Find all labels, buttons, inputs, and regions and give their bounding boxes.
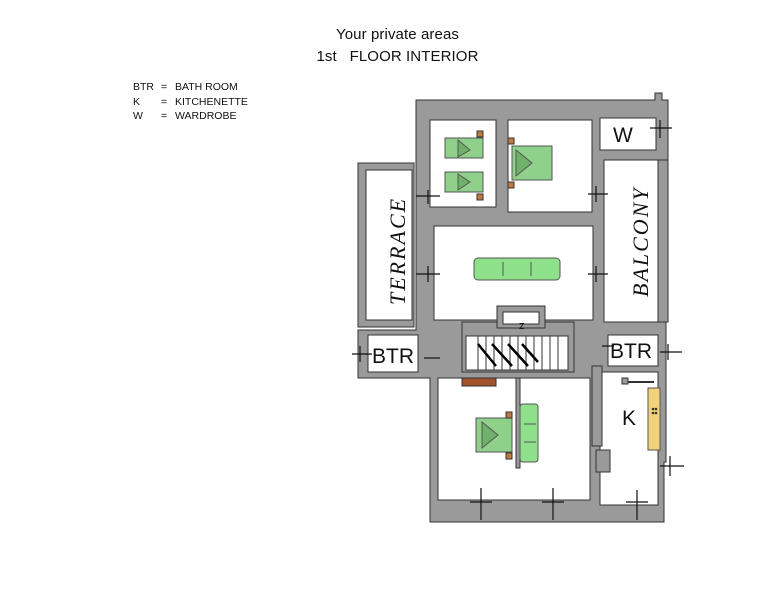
room-label-terrace: TERRACE (385, 197, 410, 305)
title-block: Your private areas 1st FLOOR INTERIOR (0, 24, 778, 68)
interior-wall (595, 449, 611, 473)
sofa (473, 257, 561, 281)
partition-wall (515, 377, 521, 469)
bed-double-top (507, 137, 553, 189)
legend-row: BTR = BATH ROOM (133, 80, 248, 95)
legend-equals: = (161, 95, 168, 108)
staircase: Z (461, 305, 575, 373)
page-subtitle: 1st FLOOR INTERIOR (316, 48, 479, 65)
legend-key: BTR (133, 81, 154, 93)
balcony-wall (657, 159, 669, 323)
legend-value: BATH ROOM (175, 81, 238, 93)
room-label-balcony: BALCONY (628, 186, 653, 297)
room-label-kitchenette: K (622, 407, 636, 430)
room-label-bathroom-left: BTR (372, 345, 414, 368)
bed-single-bottom (444, 171, 484, 201)
legend-key: K (133, 95, 141, 108)
svg-text:Z: Z (519, 322, 525, 331)
legend-key: W (133, 110, 143, 122)
legend-row: K = KITCHENETTE (133, 95, 248, 110)
window-marks (352, 120, 684, 520)
room-label-bathroom-right: BTR (610, 340, 652, 363)
room-label-wardrobe: W (613, 124, 633, 147)
legend-value: KITCHENETTE (175, 95, 248, 108)
kitchen-counter (621, 377, 661, 451)
bed-double-bottom (475, 411, 513, 460)
table (461, 377, 497, 387)
sofa-small (519, 403, 539, 463)
bed-single-top (444, 130, 484, 159)
legend-equals: = (161, 110, 168, 122)
legend-row: W = WARDROBE (133, 109, 248, 124)
interior-wall (591, 365, 603, 447)
page-title: Your private areas (336, 26, 459, 43)
legend: BTR = BATH ROOM K = KITCHENETTE W = WARD… (133, 80, 248, 124)
legend-value: WARDROBE (175, 110, 237, 122)
terrace-area (357, 162, 415, 328)
legend-equals: = (161, 81, 168, 93)
